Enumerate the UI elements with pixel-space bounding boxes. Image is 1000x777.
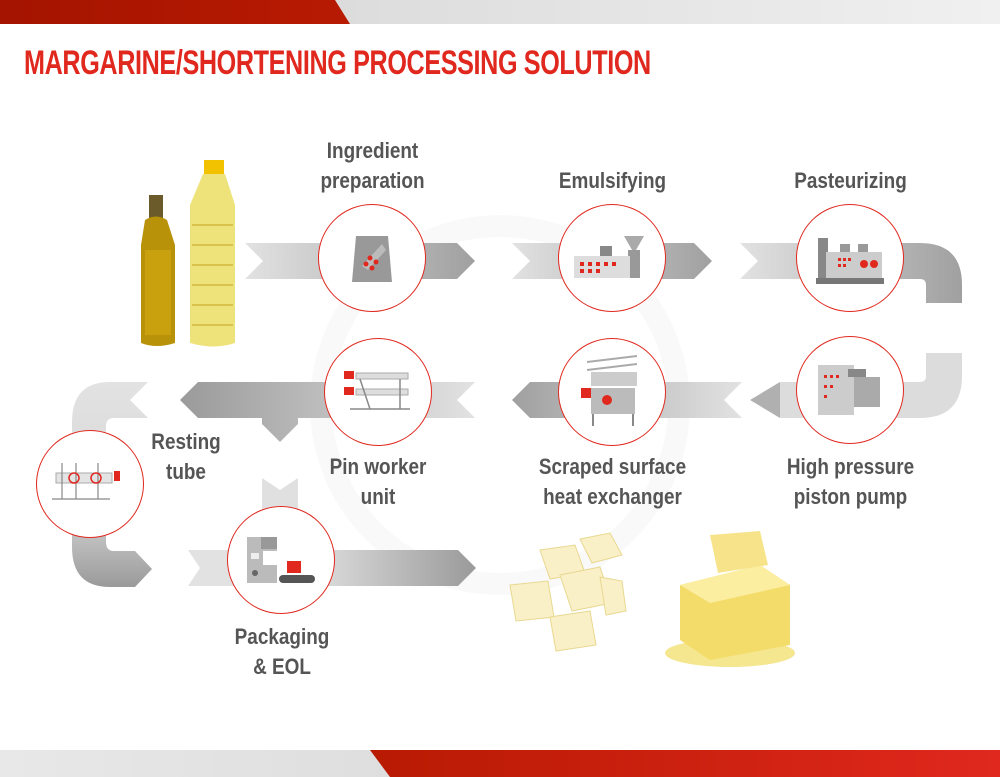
packaging-circle (227, 506, 335, 614)
emulsifying-circle (558, 204, 666, 312)
label-scraped-surface: Scraped surface heat exchanger (533, 452, 692, 512)
label-line: Ingredient (326, 138, 419, 163)
scraped-surface-circle (558, 338, 666, 446)
label-line: Scraped surface (538, 454, 687, 479)
label-line: heat exchanger (543, 484, 682, 509)
label-line: Packaging (234, 624, 330, 649)
heat-exchanger-icon (581, 355, 638, 426)
ingredient-bag-icon (352, 236, 392, 282)
label-line: tube (166, 459, 206, 484)
pasteurizer-icon (816, 238, 884, 284)
label-line: preparation (320, 168, 425, 193)
top-banner-accent (0, 0, 350, 24)
label-emulsifying: Emulsifying (558, 168, 667, 193)
resting-tube-icon (52, 463, 120, 500)
pin-worker-icon (344, 371, 410, 410)
high-pressure-pump-circle (796, 336, 904, 444)
bottom-banner-accent (370, 750, 1000, 777)
label-ingredient-preparation: Ingredient preparation (310, 136, 435, 196)
pin-worker-circle (324, 338, 432, 446)
label-line: & EOL (253, 654, 311, 679)
label-pasteurizing: Pasteurizing (794, 168, 907, 193)
label-line: piston pump (793, 484, 908, 509)
label-resting-tube: Resting tube (143, 427, 229, 487)
page-title: MARGARINE/SHORTENING PROCESSING SOLUTION (24, 44, 651, 82)
label-pin-worker: Pin worker unit (318, 452, 438, 512)
emulsifier-machine-icon (574, 236, 644, 278)
oil-bottles-image (141, 160, 235, 347)
label-line: High pressure (786, 454, 915, 479)
label-packaging: Packaging & EOL (222, 622, 342, 682)
label-line: Resting (151, 429, 221, 454)
label-line: unit (360, 484, 396, 509)
label-line: Pin worker (329, 454, 427, 479)
ingredient-preparation-circle (318, 204, 426, 312)
margarine-products-image (509, 531, 795, 667)
packaging-line-icon (247, 537, 315, 583)
pasteurizing-circle (796, 204, 904, 312)
resting-tube-circle (36, 430, 144, 538)
label-high-pressure-pump: High pressure piston pump (780, 452, 922, 512)
piston-pump-icon (818, 365, 880, 415)
